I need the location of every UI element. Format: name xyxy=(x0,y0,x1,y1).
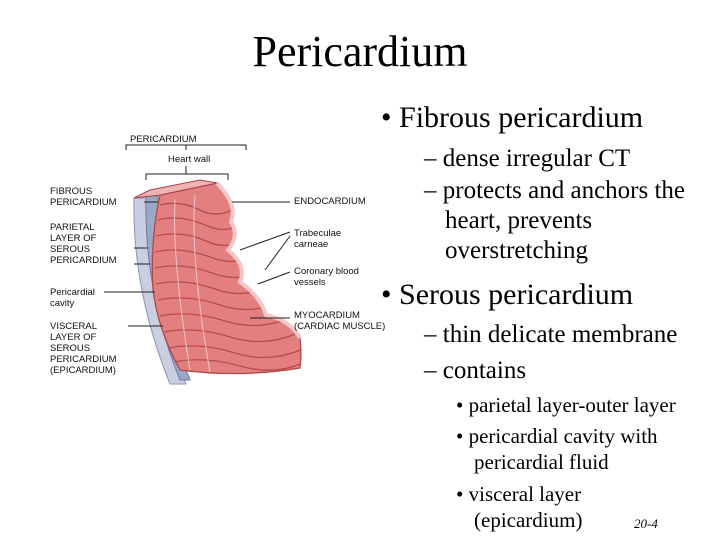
sub-sub-bullet-parietal: • parietal layer-outer layer xyxy=(456,393,676,417)
label-heart-wall: Heart wall xyxy=(168,154,211,165)
page-number: 20-4 xyxy=(634,516,658,531)
bullet-marker: • xyxy=(381,278,392,311)
label-visceral-layer: VISCERAL LAYER OF SEROUS PERICARDIUM (EP… xyxy=(50,321,117,376)
label-pericardial-cavity: Pericardial cavity xyxy=(50,287,95,309)
dash-marker: – xyxy=(424,357,437,384)
sub-bullet-dense-ct: – dense irregular CT xyxy=(424,145,631,172)
sub-sub-bullet-cavity: • pericardial cavity with pericardial fl… xyxy=(456,424,658,474)
label-endocardium: ENDOCARDIUM xyxy=(294,196,366,207)
sub-bullet-thin-membrane: – thin delicate membrane xyxy=(424,321,678,348)
label-fibrous-pericardium: FIBROUS PERICARDIUM xyxy=(50,186,117,208)
bullet-serous-pericardium: • Serous pericardium xyxy=(381,278,634,311)
sub-bullet-protects: – protects and anchors the heart, preven… xyxy=(424,177,686,264)
label-parietal-layer: PARIETAL LAYER OF SEROUS PERICARDIUM xyxy=(50,222,117,266)
dash-marker: – xyxy=(424,145,437,172)
bullet-marker: • xyxy=(381,101,392,134)
bullet-marker: • xyxy=(456,393,464,417)
dash-marker: – xyxy=(424,177,437,204)
label-coronary-vessels: Coronary blood vessels xyxy=(294,266,359,288)
endocardium-edge xyxy=(215,181,302,340)
label-myocardium: MYOCARDIUM (CARDIAC MUSCLE) xyxy=(294,310,386,332)
sub-bullet-contains: – contains xyxy=(424,357,527,384)
dash-marker: – xyxy=(424,321,437,348)
sub-sub-bullet-visceral: • visceral layer (epicardium) xyxy=(456,482,583,532)
label-trabeculae-carneae: Trabeculae carneae xyxy=(294,228,342,250)
bullet-marker: • xyxy=(456,424,464,448)
slide-title: Pericardium xyxy=(252,27,468,76)
bullet-fibrous-pericardium: • Fibrous pericardium xyxy=(381,101,644,134)
label-pericardium: PERICARDIUM xyxy=(130,134,197,145)
bullet-marker: • xyxy=(456,482,464,506)
